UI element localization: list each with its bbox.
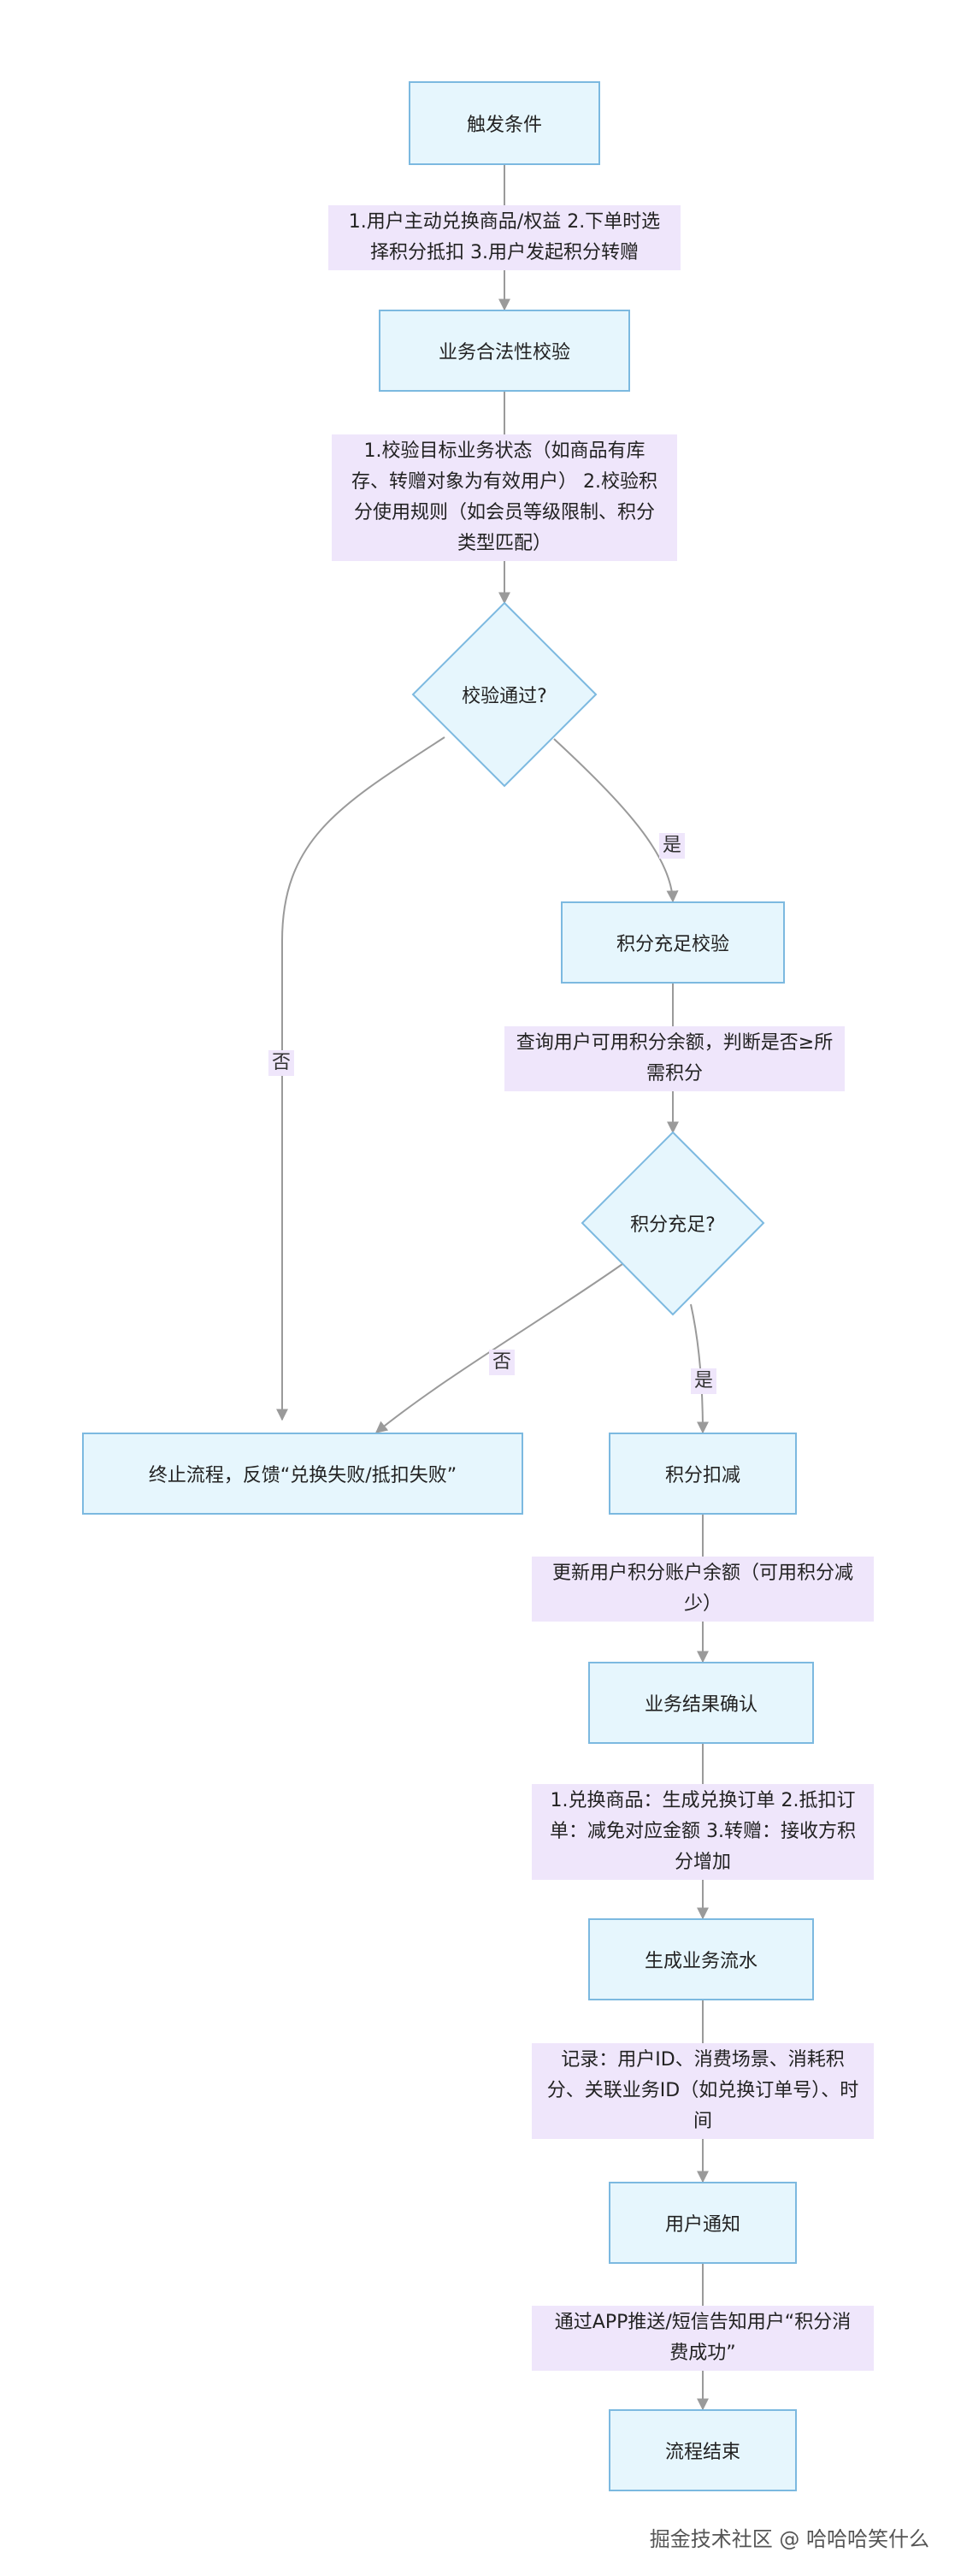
decision-validate-shape bbox=[411, 601, 598, 788]
node-deduct: 积分扣减 bbox=[609, 1433, 797, 1515]
node-confirm: 业务结果确认 bbox=[588, 1662, 814, 1744]
edge-label-deduct-line2: 少） bbox=[683, 1593, 722, 1615]
edge-label-trigger-line2: 择积分抵扣 3.用户发起积分转赠 bbox=[370, 242, 639, 263]
edge-decision2-yes bbox=[690, 1303, 709, 1434]
node-end: 流程结束 bbox=[609, 2409, 797, 2491]
edge-label-validate-line3: 分使用规则（如会员等级限制、积分 bbox=[353, 502, 655, 523]
edge-label-validate-line4: 类型匹配） bbox=[457, 533, 551, 554]
edge-label-points-line2: 需积分 bbox=[646, 1063, 703, 1084]
edge-label-points-line1: 查询用户可用积分余额，判断是否≥所 bbox=[516, 1032, 834, 1054]
edge-label-confirm-line1: 1.兑换商品：生成兑换订单 2.抵扣订 bbox=[550, 1790, 856, 1811]
edge-label-trigger: 1.用户主动兑换商品/权益 2.下单时选 择积分抵扣 3.用户发起积分转赠 bbox=[328, 205, 681, 270]
edge-label-record: 记录：用户ID、消费场景、消耗积 分、关联业务ID（如兑换订单号）、时 间 bbox=[532, 2043, 874, 2139]
edge-label-notify: 通过APP推送/短信告知用户“积分消 费成功” bbox=[532, 2306, 874, 2371]
edge-label-deduct-line1: 更新用户积分账户余额（可用积分减 bbox=[551, 1563, 853, 1584]
edge-label-notify-line2: 费成功” bbox=[669, 2343, 736, 2364]
edge-label-notify-line1: 通过APP推送/短信告知用户“积分消 bbox=[554, 2312, 852, 2333]
edge-label-deduct: 更新用户积分账户余额（可用积分减 少） bbox=[532, 1557, 874, 1622]
branch-yes-2: 是 bbox=[691, 1368, 717, 1394]
edge-label-trigger-line1: 1.用户主动兑换商品/权益 2.下单时选 bbox=[348, 211, 661, 233]
edge-label-validate-line2: 存、转赠对象为有效用户） 2.校验积 bbox=[351, 471, 657, 493]
edge-decision2-no bbox=[374, 1263, 623, 1433]
edge-label-record-line2: 分、关联业务ID（如兑换订单号）、时 bbox=[546, 2080, 859, 2101]
decision-points-shape bbox=[581, 1131, 765, 1316]
node-points-check: 积分充足校验 bbox=[561, 901, 785, 984]
edge-label-record-line1: 记录：用户ID、消费场景、消耗积 bbox=[561, 2049, 845, 2071]
node-record: 生成业务流水 bbox=[588, 1918, 814, 2000]
node-terminate: 终止流程，反馈“兑换失败/抵扣失败” bbox=[82, 1433, 523, 1515]
decision-validate-text: 校验通过? bbox=[462, 686, 547, 707]
edge-decision1-yes bbox=[553, 738, 679, 903]
edge-label-confirm-line3: 分增加 bbox=[674, 1852, 731, 1873]
edge-label-validate-line1: 1.校验目标业务状态（如商品有库 bbox=[363, 440, 646, 462]
edge-label-confirm-line2: 单：减免对应金额 3.转赠：接收方积 bbox=[550, 1821, 856, 1842]
edge-label-record-line3: 间 bbox=[693, 2111, 712, 2132]
edge-label-confirm: 1.兑换商品：生成兑换订单 2.抵扣订 单：减免对应金额 3.转赠：接收方积 分… bbox=[532, 1784, 874, 1880]
branch-yes-1: 是 bbox=[659, 833, 686, 859]
branch-no-2: 否 bbox=[489, 1350, 516, 1375]
watermark-text: 掘金技术社区 @ 哈哈哈笑什么 bbox=[649, 2527, 929, 2551]
node-notify: 用户通知 bbox=[609, 2182, 797, 2264]
edge-label-validate: 1.校验目标业务状态（如商品有库 存、转赠对象为有效用户） 2.校验积 分使用规… bbox=[332, 434, 677, 561]
branch-no-1: 否 bbox=[268, 1050, 295, 1076]
node-trigger: 触发条件 bbox=[409, 81, 600, 165]
node-validate: 业务合法性校验 bbox=[379, 310, 630, 392]
decision-points-text: 积分充足? bbox=[630, 1214, 716, 1236]
edge-label-points: 查询用户可用积分余额，判断是否≥所 需积分 bbox=[504, 1026, 845, 1091]
edge-decision1-no bbox=[276, 736, 445, 1421]
